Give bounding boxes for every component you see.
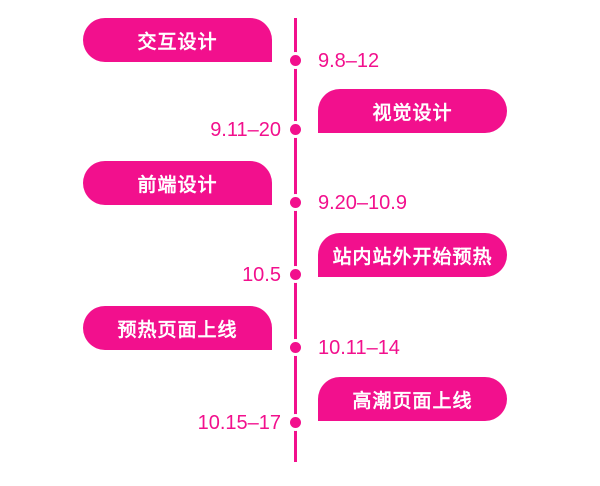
milestone-date: 10.15–17 (197, 412, 281, 434)
milestone-pill-interaction-design: 交互设计 (83, 18, 272, 62)
timeline-dot-4 (287, 266, 304, 283)
milestone-date: 10.11–14 (318, 337, 400, 359)
milestone-label: 前端设计 (137, 174, 218, 196)
timeline-dot-2 (287, 121, 304, 138)
milestone-pill-preheat-start: 站内站外开始预热 (318, 233, 507, 277)
timeline-dot-5 (287, 339, 304, 356)
milestone-date: 9.20–10.9 (318, 192, 407, 214)
timeline-dot-6 (287, 414, 304, 431)
milestone-date: 10.5 (242, 264, 281, 286)
milestone-pill-climax-page-launch: 高潮页面上线 (318, 377, 507, 421)
timeline-axis-line (294, 18, 297, 462)
milestone-label: 高潮页面上线 (352, 390, 473, 412)
milestone-pill-frontend-design: 前端设计 (83, 161, 272, 205)
milestone-pill-preheat-page-launch: 预热页面上线 (83, 306, 272, 350)
milestone-label: 交互设计 (137, 31, 218, 53)
milestone-pill-visual-design: 视觉设计 (318, 89, 507, 133)
milestone-label: 站内站外开始预热 (332, 246, 493, 268)
timeline-dot-3 (287, 194, 304, 211)
milestone-date: 9.11–20 (210, 119, 281, 141)
milestone-date: 9.8–12 (318, 50, 380, 72)
milestone-label: 视觉设计 (372, 102, 453, 124)
milestone-label: 预热页面上线 (117, 319, 238, 341)
timeline-dot-1 (287, 52, 304, 69)
